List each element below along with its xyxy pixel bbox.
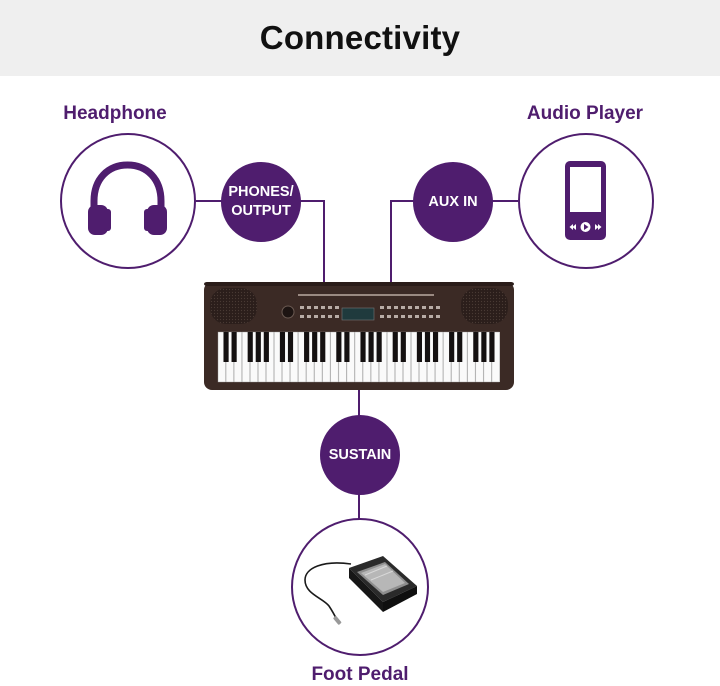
sustain-port-badge: SUSTAIN	[320, 415, 400, 495]
black-key	[320, 332, 326, 362]
black-key	[263, 332, 269, 362]
header-bar: Connectivity	[0, 0, 720, 76]
headphones-icon	[88, 161, 167, 235]
foot-pedal-circle	[291, 518, 429, 656]
black-key	[481, 332, 487, 362]
black-key	[312, 332, 318, 362]
black-key	[457, 332, 463, 362]
audio-player-label: Audio Player	[526, 103, 644, 124]
black-key	[304, 332, 310, 362]
black-key	[432, 332, 439, 362]
keyboard-illustration	[204, 282, 514, 390]
aux-in-label: AUX IN	[428, 193, 478, 210]
black-key	[231, 332, 237, 362]
aux-in-port-badge: AUX IN	[413, 162, 493, 242]
black-key	[287, 332, 294, 362]
media-player-icon	[565, 161, 606, 240]
line-auxin-to-keyboard	[390, 200, 415, 282]
phones-output-port-badge: PHONES/ OUTPUT	[221, 162, 301, 242]
black-key	[473, 332, 479, 362]
page-title: Connectivity	[259, 19, 461, 56]
black-key	[279, 332, 286, 362]
headphone-label: Headphone	[63, 103, 167, 124]
headphone-circle	[60, 133, 196, 269]
sustain-label: SUSTAIN	[328, 446, 392, 463]
black-key	[400, 332, 406, 362]
black-key	[360, 332, 366, 362]
black-key	[255, 332, 261, 362]
black-key	[449, 332, 455, 362]
phones-output-line2: OUTPUT	[231, 203, 291, 219]
black-key	[368, 332, 374, 362]
black-key	[336, 332, 342, 362]
black-key	[424, 332, 431, 362]
black-key	[344, 332, 350, 362]
black-key	[247, 332, 253, 362]
foot-pedal-label: Foot Pedal	[311, 664, 409, 685]
black-key	[223, 332, 229, 362]
keyboard-image	[204, 282, 514, 390]
black-key	[416, 332, 423, 362]
line-phones-to-keyboard	[297, 200, 325, 282]
audio-player-circle	[518, 133, 654, 269]
phones-output-line1: PHONES/	[228, 184, 294, 201]
foot-pedal-icon	[304, 556, 417, 625]
black-key	[489, 332, 495, 362]
black-key	[392, 332, 398, 362]
black-key	[376, 332, 382, 362]
